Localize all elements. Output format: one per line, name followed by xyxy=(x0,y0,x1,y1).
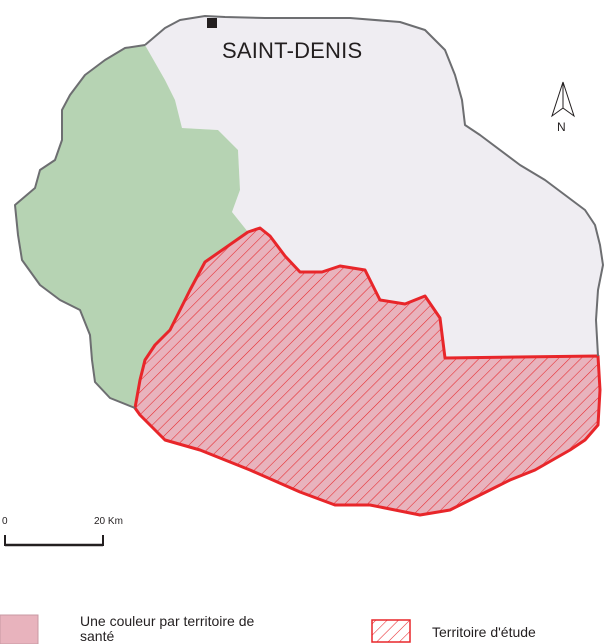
north-arrow-label: N xyxy=(557,120,566,134)
scale-bar xyxy=(4,535,104,547)
legend-hatch-swatch xyxy=(371,619,411,643)
city-label-saint-denis: SAINT-DENIS xyxy=(222,38,363,63)
legend-fill-label: Une couleur par territoire de santé xyxy=(80,613,255,644)
legend-hatch-label: Territoire d'étude xyxy=(432,624,536,640)
west-health-territory xyxy=(15,45,248,408)
scale-start-label: 0 xyxy=(2,516,8,527)
study-territory-hatch xyxy=(133,226,602,517)
north-health-territory xyxy=(145,16,603,358)
north-arrow-icon xyxy=(551,81,575,118)
capital-marker-icon xyxy=(207,18,217,28)
island-coastline xyxy=(14,15,604,409)
legend-fill-swatch xyxy=(0,614,39,644)
scale-end-label: 20 Km xyxy=(94,516,123,527)
